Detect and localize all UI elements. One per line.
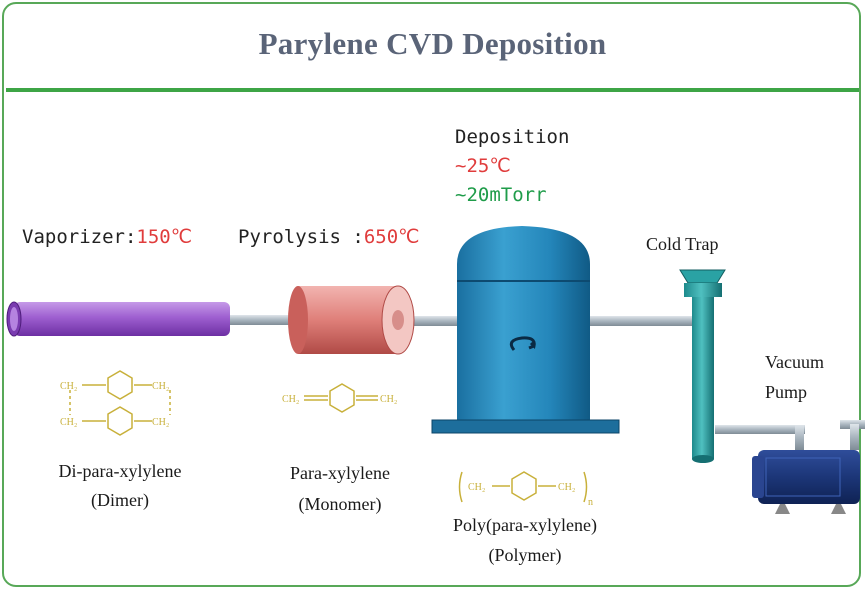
monomer-structure <box>304 383 378 413</box>
vaporizer-label-text: Vaporizer: <box>22 226 137 248</box>
page-title: Parylene CVD Deposition <box>258 26 607 61</box>
monomer-ch2-label: CH₂ <box>380 394 397 405</box>
pipe-chamber-coldtrap <box>590 316 695 326</box>
vacuum-pump-label-line1: Vacuum <box>765 352 824 372</box>
polymer-ch2-label: CH₂ <box>468 482 485 493</box>
monomer-caption: (Monomer) <box>298 494 382 514</box>
dimer-name: Di-para-xylylene <box>58 461 182 481</box>
cold-trap <box>679 269 726 463</box>
pipe-vaporizer-pyrolysis <box>228 315 298 325</box>
dimer-ch2-label: CH₂ <box>152 381 169 392</box>
dimer-ch2-label: CH₂ <box>60 417 77 428</box>
polymer-name: Poly(para-xylylene) <box>453 515 597 535</box>
polymer-n-subscript: n <box>588 497 593 508</box>
polymer-structure <box>458 471 588 503</box>
monomer-ch2-label: CH₂ <box>282 394 299 405</box>
dimer-ch2-label: CH₂ <box>60 381 77 392</box>
dimer-structure <box>69 370 171 436</box>
dimer-ch2-label: CH₂ <box>152 417 169 428</box>
pyrolysis-label-text: Pyrolysis : <box>238 226 364 248</box>
pipe-pump-elbow <box>795 425 804 450</box>
pipe-pyrolysis-chamber <box>400 316 460 326</box>
polymer-caption: (Polymer) <box>488 545 562 565</box>
vacuum-pump <box>752 450 860 514</box>
vaporizer-temperature: 150℃ <box>136 226 193 248</box>
pyrolysis-label: Pyrolysis :650℃ <box>238 226 420 248</box>
vaporizer-tube <box>6 301 230 337</box>
monomer-name: Para-xylylene <box>290 463 390 483</box>
title-divider <box>6 88 859 92</box>
polymer-ch2-label: CH₂ <box>558 482 575 493</box>
vacuum-pump-label-line2: Pump <box>765 382 808 402</box>
deposition-temperature: ~25℃ <box>455 155 511 177</box>
dimer-caption: (Dimer) <box>91 490 149 510</box>
pipe-coldtrap-pump <box>715 425 805 434</box>
deposition-chamber <box>431 226 620 434</box>
deposition-label: Deposition <box>455 126 570 148</box>
pyrolysis-temperature: 650℃ <box>363 226 420 248</box>
pipe-pump-exhaust-elbow <box>850 424 859 450</box>
pyrolysis-furnace <box>288 285 415 355</box>
vaporizer-label: Vaporizer:150℃ <box>22 226 192 248</box>
cold-trap-label: Cold Trap <box>646 234 719 254</box>
deposition-pressure: ~20mTorr <box>455 184 547 206</box>
